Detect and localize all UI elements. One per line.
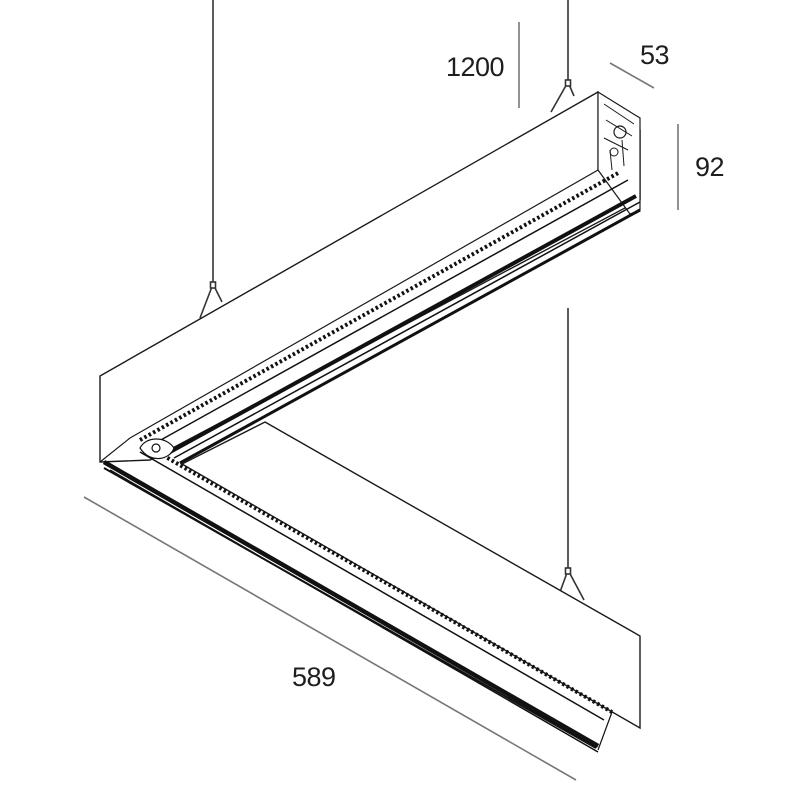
upper-arm-rails xyxy=(139,170,641,465)
corner-connector xyxy=(139,438,175,460)
suspension-cables xyxy=(199,0,585,601)
arm-length-label: 589 xyxy=(292,662,336,692)
dimension-lines xyxy=(83,22,679,781)
suspension-length-label: 1200 xyxy=(446,52,505,82)
lower-arm xyxy=(180,421,641,730)
profile-height-label: 92 xyxy=(695,152,725,182)
lower-arm-rails xyxy=(102,446,613,753)
upper-arm xyxy=(99,90,641,463)
profile-width-label: 53 xyxy=(640,40,670,70)
